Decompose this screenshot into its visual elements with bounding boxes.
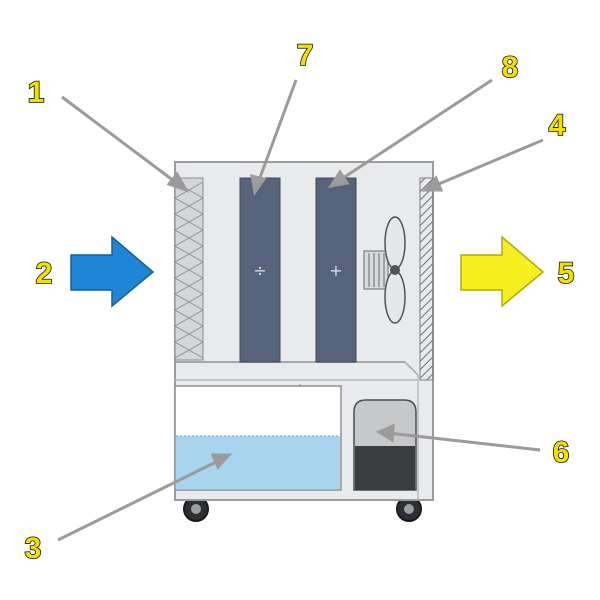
label-5: 5 (558, 257, 575, 290)
coil-right-symbol: + (329, 261, 342, 280)
pointer-8 (339, 78, 493, 182)
label-6: 6 (553, 436, 570, 469)
intake-filter (173, 177, 205, 361)
component-labels: 1 2 3 4 5 6 7 8 (24, 38, 575, 566)
fan (363, 216, 406, 324)
pointer-3 (57, 458, 221, 542)
label-3: 3 (25, 532, 42, 565)
fan-blade-top (384, 216, 406, 270)
pointer-7 (256, 79, 298, 184)
label-8: 8 (502, 51, 519, 84)
pointer-1 (61, 95, 179, 186)
label-4: 4 (549, 109, 566, 142)
label-7: 7 (297, 39, 314, 72)
pointer-4 (433, 138, 544, 188)
coil-left: ÷ (239, 177, 281, 363)
coil-right: + (315, 177, 357, 363)
exhaust-grill (419, 177, 434, 381)
inlet-arrow (70, 235, 155, 308)
compressor (353, 399, 417, 491)
wheels (183, 496, 422, 522)
coil-left-symbol: ÷ (253, 261, 266, 280)
label-1: 1 (28, 76, 45, 109)
label-2: 2 (36, 257, 53, 290)
fan-blade-bottom (384, 270, 406, 324)
water-tank (174, 385, 342, 491)
outlet-arrow (460, 235, 545, 308)
pointer-lines (57, 78, 544, 542)
pointer-6 (387, 431, 541, 452)
